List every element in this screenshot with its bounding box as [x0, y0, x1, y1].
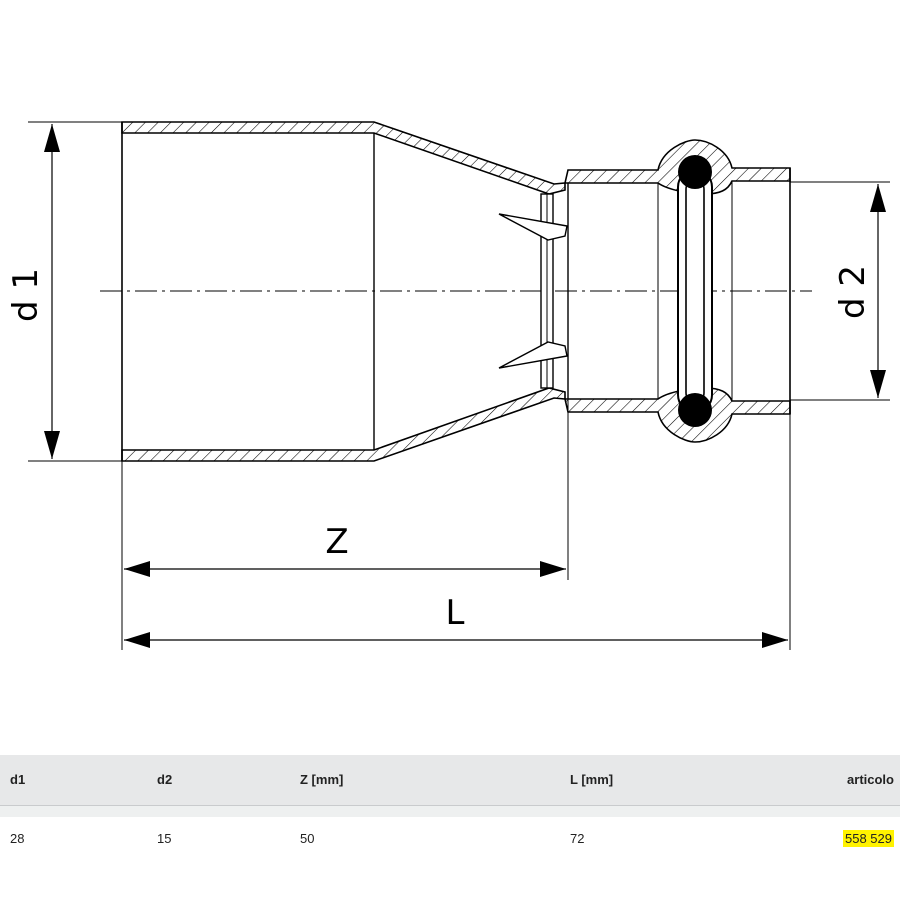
cell-d2: 15	[157, 830, 172, 846]
header-d2: d2	[157, 772, 173, 788]
cell-l: 72	[570, 830, 585, 846]
header-articolo: articolo	[847, 772, 894, 788]
cell-z: 50	[300, 830, 315, 846]
d1-arrow-bottom	[44, 431, 60, 459]
z-arrow-right	[540, 561, 566, 577]
d2-arrow-bottom	[870, 370, 886, 398]
header-l: L [mm]	[570, 772, 614, 788]
article-number-highlight: 558 529	[843, 829, 894, 847]
d2-arrow-top	[870, 184, 886, 212]
table-header-row: d1 d2 Z [mm] L [mm] articolo	[0, 755, 900, 805]
header-d1: d1	[10, 772, 26, 788]
technical-drawing: d 1 d 2 Z L	[6, 121, 890, 650]
l-label: L	[446, 593, 465, 633]
o-ring-top-section	[678, 155, 712, 189]
d2-label: d 2	[833, 265, 873, 319]
l-arrow-left	[124, 632, 150, 648]
pipe-wall-bottom	[121, 387, 566, 462]
z-label: Z	[325, 522, 348, 562]
l-arrow-right	[762, 632, 788, 648]
z-arrow-left	[124, 561, 150, 577]
o-ring-bottom-section	[678, 393, 712, 427]
spec-table: d1 d2 Z [mm] L [mm] articolo 28 15 50 72…	[0, 755, 900, 859]
d1-arrow-top	[44, 124, 60, 152]
table-spacer	[0, 805, 900, 817]
table-row: 28 15 50 72 558 529	[0, 817, 900, 859]
stop-tooth-top	[498, 213, 568, 241]
stop-tooth-bottom	[498, 341, 568, 369]
cell-d1: 28	[10, 830, 25, 846]
d1-label: d 1	[6, 268, 46, 322]
cell-articolo: 558 529	[760, 817, 900, 859]
pipe-wall-top	[121, 121, 566, 195]
header-z: Z [mm]	[300, 772, 344, 788]
